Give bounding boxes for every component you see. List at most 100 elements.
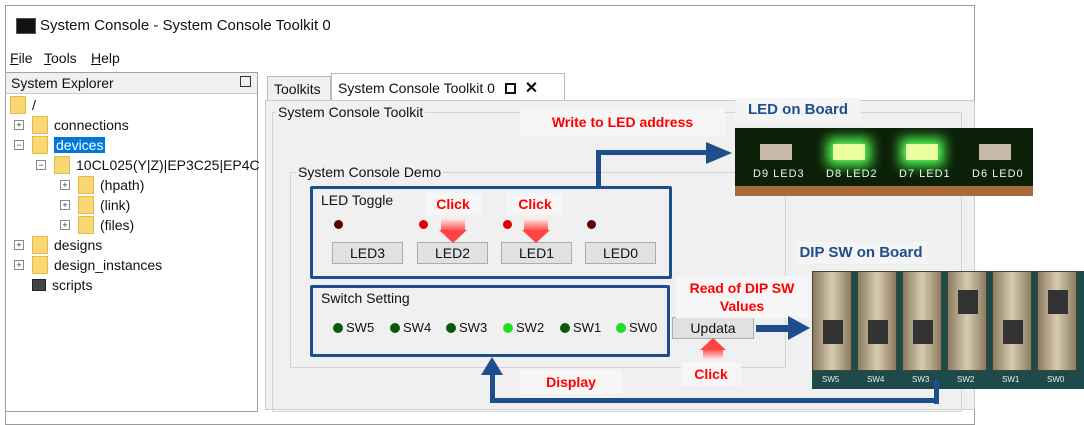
tree-link[interactable]: + (link) (60, 195, 130, 215)
click-arrow-icon (441, 218, 465, 230)
system-explorer-panel: System Explorer / +connections −devices … (5, 72, 260, 412)
switch-label: SW5 (346, 320, 375, 335)
status-dot-icon (503, 322, 513, 333)
board-led-label: D8 LED2 (826, 168, 878, 180)
board-led (979, 144, 1011, 160)
system-explorer-title: System Explorer (11, 75, 114, 91)
expand-icon[interactable]: + (14, 240, 24, 250)
tree-files[interactable]: +(files) (60, 215, 134, 235)
status-dot-icon (560, 322, 570, 333)
led-toggle-button[interactable]: LED0 (585, 242, 656, 264)
led-toggle-button[interactable]: LED1 (501, 242, 572, 264)
tree-device[interactable]: −10CL025(Y|Z)|EP3C25|EP4C (36, 155, 260, 175)
tree-devices[interactable]: − devices (14, 135, 106, 155)
led-toggle-label: LED Toggle (321, 192, 394, 208)
menu-file[interactable]: File (10, 50, 33, 66)
tree-label: (link) (100, 197, 131, 213)
dip-switch (812, 271, 852, 371)
folder-icon (32, 236, 48, 254)
collapse-icon[interactable]: − (36, 160, 46, 170)
switch-indicator: SW2 (503, 320, 544, 335)
read-arrow (756, 325, 790, 332)
led-toggle-button[interactable]: LED2 (417, 242, 488, 264)
expand-icon[interactable]: + (14, 260, 24, 270)
folder-icon (78, 216, 94, 234)
display-arrow (934, 380, 939, 404)
undock-icon[interactable] (240, 76, 251, 87)
dip-switch-slider (1003, 320, 1023, 344)
tab-toolkits[interactable]: Toolkits (267, 76, 331, 100)
tree-design-instances[interactable]: +design_instances (14, 255, 162, 275)
tab-system-console-toolkit[interactable]: System Console Toolkit 0 ✕ (331, 73, 565, 100)
expand-icon[interactable]: + (60, 220, 70, 230)
folder-icon (78, 176, 94, 194)
arrow-head-icon (706, 142, 732, 164)
dip-switch-label: SW1 (1002, 375, 1020, 384)
expand-icon[interactable]: + (60, 180, 70, 190)
dip-switch-slider (823, 320, 843, 344)
switch-setting-label: Switch Setting (321, 290, 410, 306)
dip-board-label: DIP SW on Board (795, 242, 927, 264)
switch-indicator: SW0 (616, 320, 657, 335)
arrow-head-icon (522, 230, 550, 243)
dip-switch (857, 271, 897, 371)
scripts-icon (32, 279, 46, 291)
folder-icon (10, 96, 26, 114)
tree-hpath[interactable]: +(hpath) (60, 175, 144, 195)
board-led (760, 144, 792, 160)
window-title: System Console - System Console Toolkit … (40, 17, 331, 34)
led-indicator (419, 220, 428, 229)
led-toggle-button[interactable]: LED3 (332, 242, 403, 264)
display-arrow-line (490, 372, 495, 402)
menu-tools[interactable]: Tools (44, 50, 77, 66)
switch-indicator: SW4 (390, 320, 431, 335)
write-annotation: Write to LED address (520, 108, 725, 136)
display-arrow-line (490, 398, 939, 403)
folder-icon (78, 196, 94, 214)
led-indicator (334, 220, 343, 229)
led-board-label: LED on Board (735, 98, 861, 122)
menu-help[interactable]: Help (91, 50, 120, 66)
dip-switch-label: SW3 (912, 375, 930, 384)
status-dot-icon (333, 322, 343, 333)
close-icon[interactable]: ✕ (524, 80, 539, 97)
dip-switch-label: SW2 (957, 375, 975, 384)
update-button[interactable]: Updata (672, 317, 754, 339)
maximize-icon[interactable] (504, 83, 516, 94)
tree-scripts[interactable]: scripts (32, 275, 92, 295)
dip-switch (902, 271, 942, 371)
tree-label: devices (54, 137, 106, 153)
folder-icon (32, 116, 48, 134)
dip-switch (992, 271, 1032, 371)
board-led-label: D7 LED1 (899, 168, 951, 180)
dip-switch-label: SW0 (1047, 375, 1065, 384)
dip-switch-slider (958, 290, 978, 314)
dip-switch (1037, 271, 1077, 371)
device-icon (54, 156, 70, 174)
write-arrow-line (596, 150, 708, 155)
status-dot-icon (616, 322, 626, 333)
switch-label: SW2 (516, 320, 545, 335)
board-led (906, 144, 938, 160)
tree-connections[interactable]: +connections (14, 115, 129, 135)
click-annotation: Click (507, 193, 563, 215)
collapse-icon[interactable]: − (14, 140, 24, 150)
demo-group-label: System Console Demo (296, 164, 444, 180)
arrow-head-icon (481, 357, 503, 375)
folder-icon (32, 136, 48, 154)
expand-icon[interactable]: + (60, 200, 70, 210)
led-indicator (503, 220, 512, 229)
console-app-icon (16, 18, 36, 34)
switch-label: SW0 (629, 320, 658, 335)
tree-designs[interactable]: +designs (14, 235, 102, 255)
arrow-tail (703, 350, 723, 360)
click-arrow-icon (700, 338, 726, 350)
system-explorer-header: System Explorer (6, 73, 257, 94)
tree-root[interactable]: / (10, 95, 36, 115)
tree-label: scripts (52, 277, 93, 293)
led-indicator (587, 220, 596, 229)
expand-icon[interactable]: + (14, 120, 24, 130)
click-annotation: Click (681, 362, 741, 386)
status-dot-icon (446, 322, 456, 333)
